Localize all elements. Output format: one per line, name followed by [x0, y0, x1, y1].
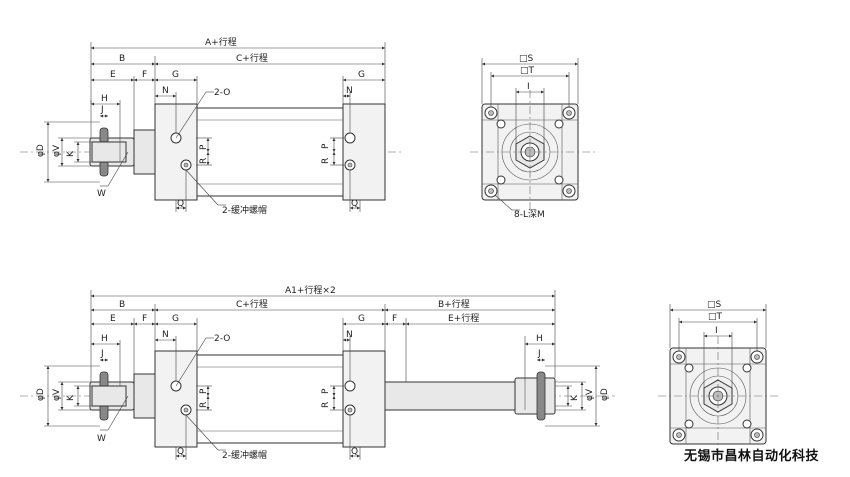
- top-dim-c-stroke: C+行程: [236, 52, 268, 64]
- bottom-dim-b: B: [119, 300, 125, 310]
- bottom-dim-phi-d-left: φD: [36, 388, 46, 401]
- bottom-dim-n-right: N: [346, 330, 353, 340]
- top-dim-p-left: P: [199, 144, 209, 150]
- bottom-dim-r-right: R: [321, 402, 331, 408]
- top-end-dim-s: □S: [519, 54, 534, 64]
- bottom-dim-k-left: K: [66, 394, 76, 401]
- top-dim-phi-v: φV: [52, 144, 62, 157]
- bottom-end-view: □S □T I: [658, 300, 780, 450]
- top-end-dim-i: I: [527, 82, 530, 92]
- top-dim-f: F: [142, 70, 147, 80]
- bottom-dim-phi-d-right: φD: [600, 388, 610, 401]
- top-label-cushion: 2-缓冲螺帽: [222, 204, 267, 216]
- bottom-dim-e-left: E: [110, 314, 116, 324]
- bottom-dim-q-left: Q: [177, 447, 184, 457]
- bottom-right-rod-end: [384, 371, 556, 421]
- bottom-dim-phi-v-left: φV: [52, 388, 62, 401]
- top-dim-r-right: R: [321, 158, 331, 164]
- top-rear-port: [344, 132, 356, 144]
- top-dim-q-left: Q: [177, 199, 184, 209]
- top-dim-a-stroke: A+行程: [205, 36, 237, 48]
- bottom-tube: [196, 354, 344, 444]
- bottom-label-w: W: [97, 434, 106, 444]
- bottom-dim-a1-stroke: A1+行程×2: [285, 284, 336, 296]
- top-rear-cover: [342, 103, 386, 201]
- bottom-dim-h-right: H: [536, 334, 543, 344]
- bottom-end-dim-i: I: [715, 326, 718, 336]
- bottom-side-view: A1+行程×2 B C+行程 B+行程 E F G G F E+行程 N N: [20, 284, 615, 461]
- bottom-dim-phi-v-right: φV: [585, 388, 595, 401]
- top-dim-n-right: N: [346, 86, 353, 96]
- top-dim-g-left: G: [172, 70, 179, 80]
- bottom-dim-n-left: N: [162, 330, 169, 340]
- top-dim-j: J: [100, 105, 104, 115]
- bottom-label-cushion: 2-缓冲螺帽: [222, 449, 267, 461]
- bottom-end-dim-t: □T: [708, 312, 723, 322]
- bottom-dim-p-right: P: [321, 388, 331, 394]
- bottom-label-port: 2-O: [214, 334, 230, 344]
- top-dim-phi-d: φD: [36, 144, 46, 157]
- top-end-dim-t: □T: [520, 66, 535, 76]
- top-dim-b: B: [119, 54, 125, 64]
- top-dim-h: H: [101, 94, 108, 104]
- top-rod-end: [89, 127, 157, 177]
- top-label-w: W: [97, 189, 106, 199]
- bottom-dim-r-left: R: [199, 402, 209, 408]
- top-end-view: □S □T I 8-L深M: [470, 54, 595, 220]
- bottom-dim-j-left: J: [100, 349, 104, 359]
- top-dim-p-right: P: [321, 143, 331, 149]
- top-dim-q-right: Q: [351, 199, 358, 209]
- top-dim-r-left: R: [199, 158, 209, 164]
- bottom-left-rod-end: [89, 371, 157, 421]
- top-dim-k: K: [66, 150, 76, 157]
- bottom-dim-q-right: Q: [351, 447, 358, 457]
- top-tube: [196, 107, 344, 197]
- top-side-view: A+行程 B C+行程 E F G G N N H J: [20, 36, 402, 216]
- bottom-dim-f-right: F: [392, 314, 397, 324]
- bottom-dim-c-stroke: C+行程: [236, 298, 268, 310]
- bottom-rear-cover: [342, 350, 386, 448]
- bottom-end-dim-s: □S: [707, 300, 722, 310]
- bottom-dim-j-right: J: [537, 349, 541, 359]
- bottom-dim-e-stroke: E+行程: [448, 312, 479, 324]
- top-dim-e: E: [110, 70, 116, 80]
- bottom-dim-b-stroke: B+行程: [438, 298, 470, 310]
- bottom-dim-h-left: H: [101, 334, 108, 344]
- top-label-port: 2-O: [214, 88, 230, 98]
- bottom-dim-k-right: K: [570, 394, 580, 401]
- top-end-label-tap: 8-L深M: [514, 209, 545, 220]
- top-dim-n-left: N: [162, 86, 169, 96]
- bottom-dim-f-left: F: [142, 314, 147, 324]
- top-dim-g-right: G: [358, 70, 365, 80]
- company-name: 无锡市昌林自动化科技: [684, 449, 820, 464]
- bottom-dim-g-right: G: [358, 314, 365, 324]
- bottom-dim-g-left: G: [172, 314, 179, 324]
- bottom-dim-p-left: P: [199, 388, 209, 394]
